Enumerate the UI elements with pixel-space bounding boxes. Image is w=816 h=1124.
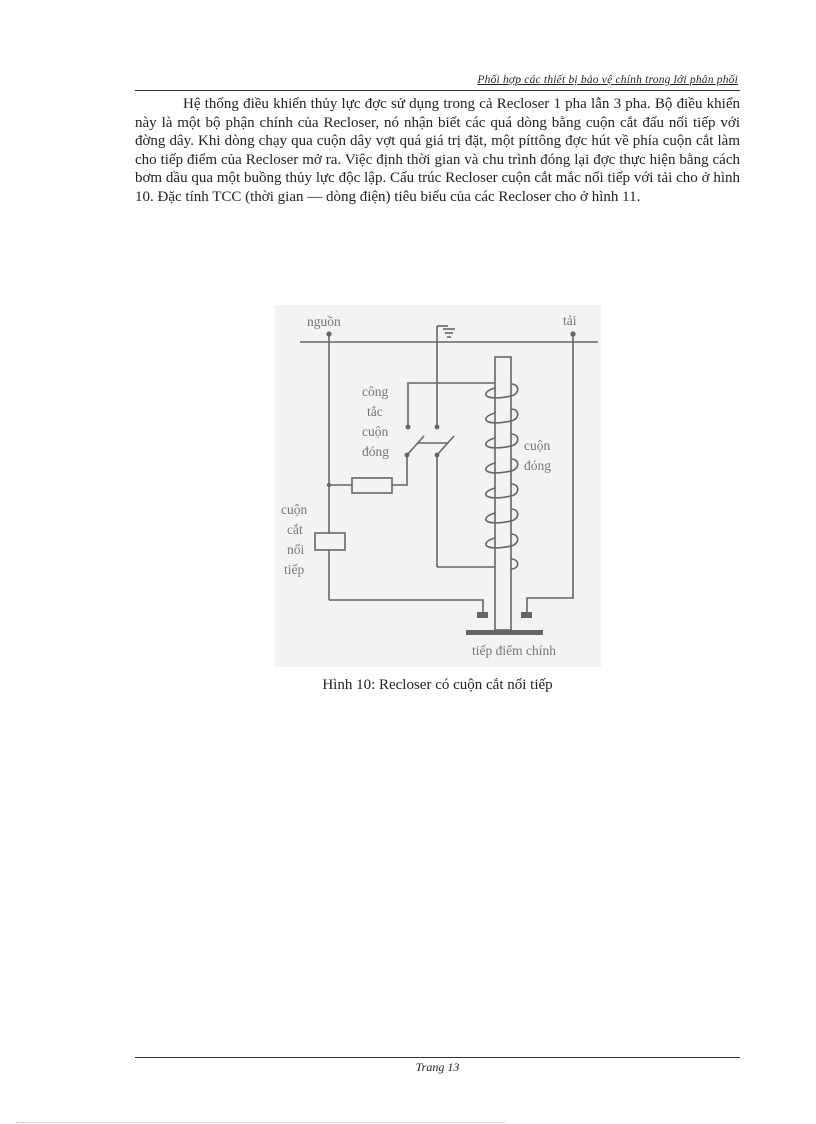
page-number: Trang 13 bbox=[415, 1060, 460, 1074]
page-header: Phối hợp các thiết bị bảo vệ chính trong… bbox=[135, 72, 740, 91]
figure-caption: Hình 10: Recloser có cuộn cắt nối tiếp bbox=[322, 677, 553, 693]
body-paragraph: Hệ thống điều khiển thủy lực đợc sử dụng… bbox=[135, 96, 740, 205]
label-trip-coil-1: cuộn bbox=[281, 502, 307, 517]
body-paragraph-container: Hệ thống điều khiển thủy lực đợc sử dụng… bbox=[135, 95, 740, 207]
label-trip-coil-2: cắt bbox=[287, 522, 303, 537]
header-title: Phối hợp các thiết bị bảo vệ chính trong… bbox=[477, 74, 738, 86]
label-closing-coil-2: đóng bbox=[524, 458, 551, 473]
footer-divider bbox=[135, 1057, 740, 1058]
label-switch-4: đóng bbox=[362, 444, 389, 459]
label-main-contact: tiếp điểm chính bbox=[472, 643, 556, 658]
label-load: tải bbox=[563, 313, 577, 328]
label-trip-coil-4: tiếp bbox=[284, 562, 304, 577]
label-closing-coil-1: cuộn bbox=[524, 438, 550, 453]
label-switch-2: tắc bbox=[367, 404, 383, 419]
label-switch-1: công bbox=[362, 384, 388, 399]
recloser-diagram: nguồn tải công tắc cuộn đóng cuộn đóng c… bbox=[275, 305, 601, 667]
circuit-schematic: nguồn tải công tắc cuộn đóng cuộn đóng c… bbox=[281, 313, 598, 658]
label-source: nguồn bbox=[307, 314, 341, 329]
label-trip-coil-3: nối bbox=[287, 542, 305, 557]
label-switch-3: cuộn bbox=[362, 424, 388, 439]
